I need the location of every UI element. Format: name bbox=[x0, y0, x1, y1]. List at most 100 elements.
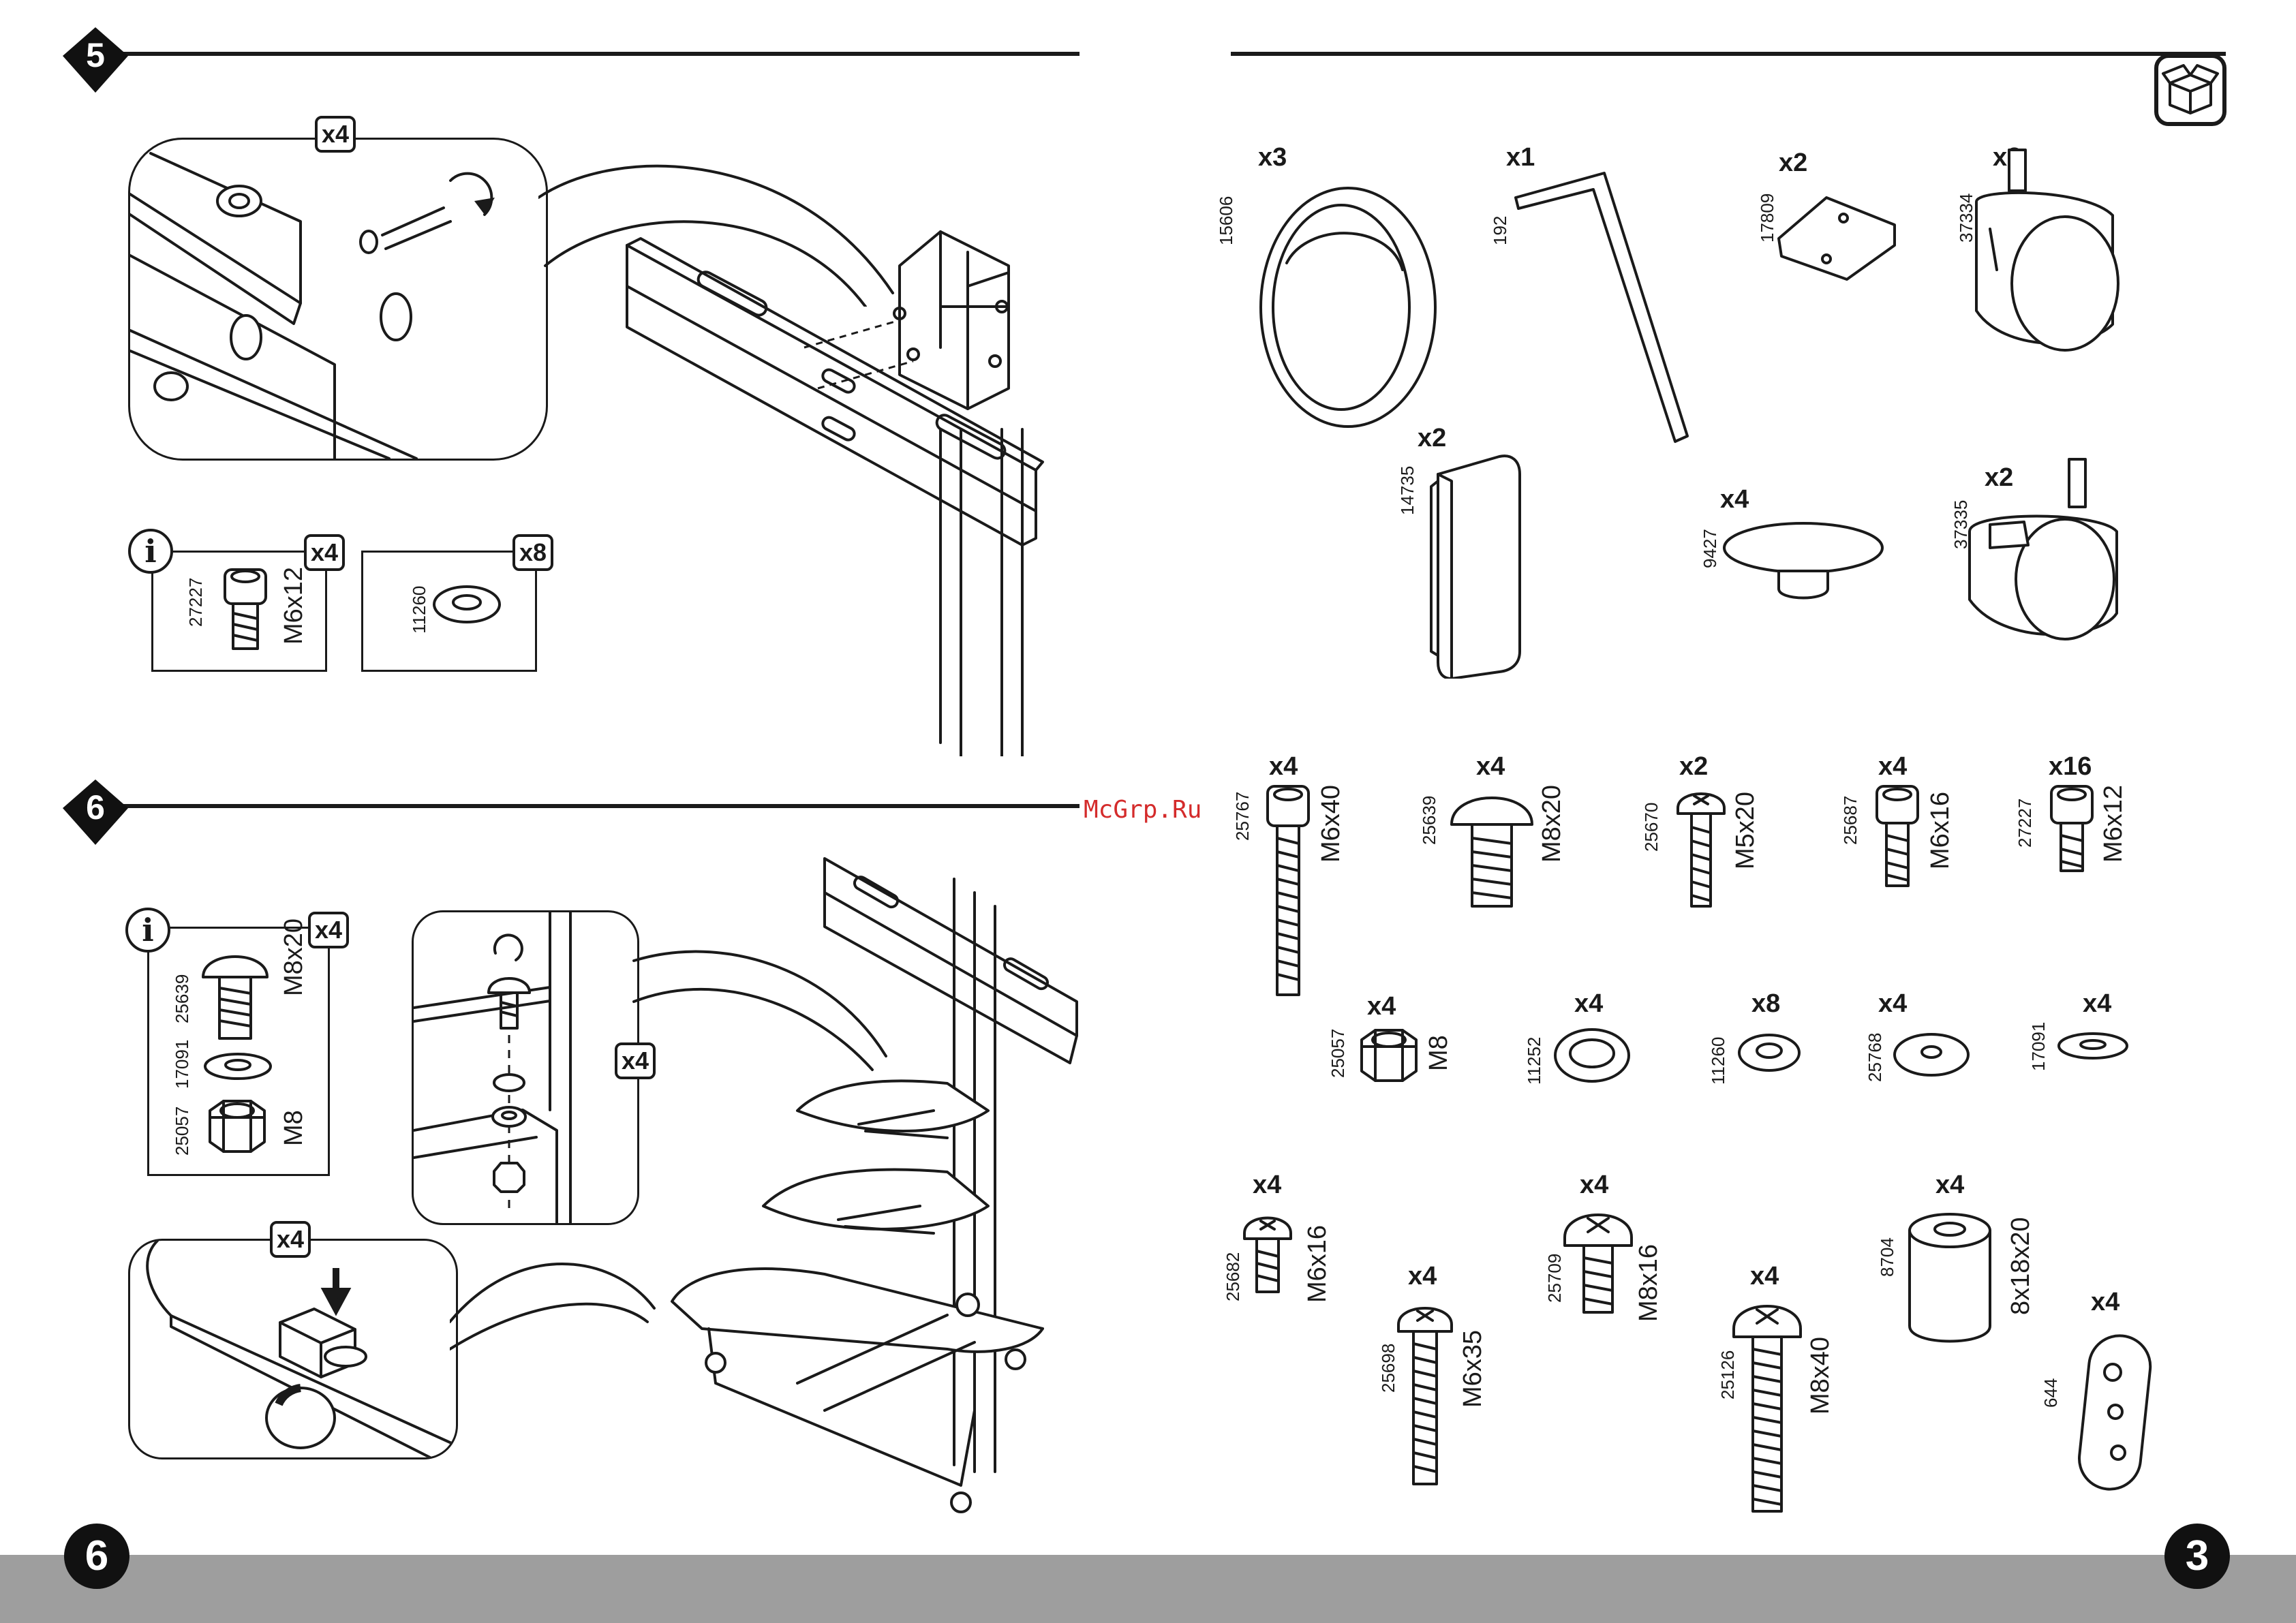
part-14735-code: 14735 bbox=[1397, 465, 1418, 515]
bolt-25767-qty: x4 bbox=[1269, 752, 1298, 781]
step-6-badge: 6 bbox=[63, 779, 128, 845]
part-192-code: 192 bbox=[1490, 215, 1510, 245]
step6-nut-icon bbox=[209, 1100, 266, 1153]
nut-25057-code: 25057 bbox=[1328, 1028, 1348, 1078]
bolt-25126-size: M8x40 bbox=[1806, 1336, 1835, 1415]
step6-bolt-size: M8x20 bbox=[279, 918, 308, 996]
grommet-icon bbox=[1259, 187, 1437, 428]
left-page-number: 6 bbox=[64, 1524, 129, 1589]
bolt-m6x12-icon bbox=[2050, 785, 2094, 872]
bolt-25767-code: 25767 bbox=[1232, 791, 1253, 841]
pan-bolt-m6x16-icon bbox=[1243, 1216, 1292, 1293]
bolt-25126-qty: x4 bbox=[1750, 1262, 1779, 1290]
step5-bolt-m6x12-icon bbox=[224, 568, 267, 650]
step6-nut-size: M8 bbox=[279, 1110, 308, 1146]
step5-bolt-code: 27227 bbox=[185, 577, 206, 627]
washer-11260-qty: x8 bbox=[1751, 989, 1781, 1018]
bolt-27227-size: M6x12 bbox=[2099, 784, 2128, 863]
step6-rule bbox=[95, 804, 1080, 808]
part-9427-code: 9427 bbox=[1700, 529, 1720, 568]
spacer-8704-code: 8704 bbox=[1877, 1237, 1897, 1277]
bolt-25639-code: 25639 bbox=[1419, 795, 1439, 845]
plate-644-code: 644 bbox=[2040, 1378, 2061, 1408]
pan-bolt-m8x16-icon bbox=[1563, 1214, 1633, 1314]
bolt-25698-qty: x4 bbox=[1408, 1262, 1437, 1290]
step6-info-qty: x4 bbox=[308, 912, 350, 948]
washer-17091-qty: x4 bbox=[2083, 989, 2112, 1018]
part-17809-qty: x2 bbox=[1779, 149, 1808, 177]
washer-11252-qty: x4 bbox=[1574, 989, 1604, 1018]
step5-washer-info-box bbox=[361, 551, 537, 672]
washer-11252-code: 11252 bbox=[1524, 1036, 1544, 1085]
step5-callout bbox=[128, 138, 548, 461]
step5-rule bbox=[95, 52, 1080, 56]
glide-foot-icon bbox=[1723, 522, 1884, 600]
bolt-25682-size: M6x16 bbox=[1303, 1224, 1332, 1303]
washer-17091-icon bbox=[2057, 1032, 2128, 1060]
bolt-25670-size: M5x20 bbox=[1731, 791, 1760, 869]
part-14735-qty: x2 bbox=[1418, 424, 1447, 452]
step5-washer-icon bbox=[433, 585, 501, 623]
bolt-25639-qty: x4 bbox=[1476, 752, 1505, 781]
step6-callout-pointers bbox=[450, 950, 887, 1350]
plate-17809-icon bbox=[1777, 196, 1896, 281]
washer-11260-code: 11260 bbox=[1708, 1036, 1728, 1085]
end-cap-icon bbox=[1430, 454, 1521, 679]
bolt-27227-code: 27227 bbox=[2015, 798, 2035, 848]
plate-644-qty: x4 bbox=[2091, 1288, 2120, 1316]
step6-bottom-callout-qty: x4 bbox=[270, 1221, 311, 1258]
watermark-text: McGrp.Ru bbox=[1084, 796, 1202, 824]
washer-17091-code: 17091 bbox=[2028, 1021, 2049, 1071]
washer-25768-code: 25768 bbox=[1865, 1032, 1885, 1082]
right-page-rule bbox=[1231, 52, 2226, 56]
step6-stand-illustration bbox=[671, 857, 1078, 1513]
nut-25057-qty: x4 bbox=[1367, 992, 1396, 1021]
part-192-qty: x1 bbox=[1506, 143, 1535, 172]
bolt-m6x16-socket-icon bbox=[1876, 785, 1919, 887]
step6-right-callout bbox=[412, 910, 639, 1225]
washer-25768-icon bbox=[1893, 1033, 1970, 1077]
spacer-8x18x20-icon bbox=[1908, 1213, 1991, 1343]
part-15606-qty: x3 bbox=[1258, 143, 1287, 172]
pan-bolt-m8x40-icon bbox=[1732, 1305, 1802, 1513]
step5-bolt-info-box bbox=[151, 551, 327, 672]
right-page-number: 3 bbox=[2164, 1524, 2230, 1589]
spacer-8704-qty: x4 bbox=[1935, 1171, 1965, 1199]
plate-644-icon bbox=[2077, 1334, 2152, 1491]
step6-nut-code: 25057 bbox=[172, 1106, 192, 1156]
spacer-8704-size: 8x18x20 bbox=[2006, 1217, 2035, 1315]
step5-washer-qty: x8 bbox=[512, 534, 554, 571]
part-15606-code: 15606 bbox=[1216, 196, 1236, 245]
step5-washer-code: 11260 bbox=[409, 585, 429, 634]
step5-callout-qty: x4 bbox=[315, 116, 356, 153]
bolt-25687-qty: x4 bbox=[1878, 752, 1908, 781]
washer-25768-qty: x4 bbox=[1878, 989, 1908, 1018]
step-5-number: 5 bbox=[86, 36, 105, 74]
bolt-25709-qty: x4 bbox=[1580, 1171, 1609, 1199]
step6-bolt-code: 25639 bbox=[172, 974, 192, 1023]
bolt-25709-size: M8x16 bbox=[1634, 1243, 1663, 1322]
part-9427-qty: x4 bbox=[1720, 485, 1749, 514]
caster-brake-wheel-icon bbox=[1968, 458, 2118, 640]
washer-11252-icon bbox=[1554, 1028, 1630, 1083]
nut-m8-icon bbox=[1360, 1029, 1418, 1082]
carriage-bolt-m8x20-icon bbox=[1450, 797, 1533, 908]
step-6-number: 6 bbox=[86, 788, 105, 826]
part-37335-qty: x2 bbox=[1985, 463, 2014, 492]
washer-11260-icon bbox=[1738, 1034, 1801, 1072]
step5-info-icon: i bbox=[128, 529, 173, 574]
box-package-icon bbox=[2154, 53, 2227, 127]
step5-bolt-size: M6x12 bbox=[279, 566, 308, 645]
bolt-27227-qty: x16 bbox=[2049, 752, 2092, 781]
footer-bar bbox=[0, 1555, 2296, 1623]
step6-info-icon: i bbox=[125, 908, 170, 953]
step6-right-callout-qty: x4 bbox=[615, 1042, 656, 1079]
step6-carriage-bolt-icon bbox=[202, 955, 269, 1040]
bolt-25682-qty: x4 bbox=[1253, 1171, 1282, 1199]
bolt-25687-code: 25687 bbox=[1840, 795, 1861, 845]
caster-wheel-icon bbox=[1975, 149, 2119, 352]
nut-25057-size: M8 bbox=[1424, 1035, 1453, 1071]
bolt-25670-code: 25670 bbox=[1641, 802, 1662, 852]
step-5-badge: 5 bbox=[63, 27, 128, 93]
step5-bolt-qty: x4 bbox=[304, 534, 346, 571]
